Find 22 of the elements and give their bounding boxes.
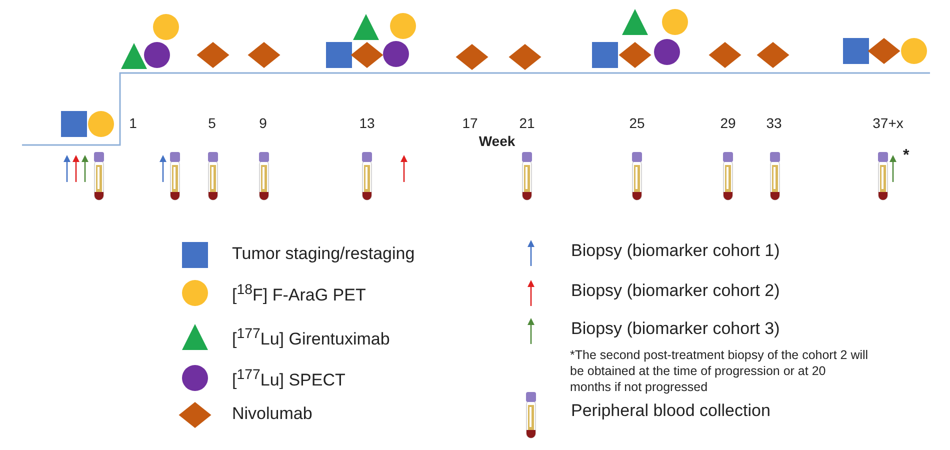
legend-label: [$^{177}$Lu] SPECT bbox=[232, 367, 346, 391]
week-number: 21 bbox=[519, 115, 535, 131]
week-number: 37+x bbox=[872, 115, 904, 131]
footnote-mark: * bbox=[903, 147, 910, 165]
legend-label: [$^{18}$F] F-AraG PET bbox=[232, 282, 366, 306]
week-number: 5 bbox=[208, 115, 216, 131]
week-number: 9 bbox=[259, 115, 267, 131]
week-number: 25 bbox=[629, 115, 645, 131]
legend-label: [$^{177}$Lu] Girentuximab bbox=[232, 326, 390, 350]
week-number: 29 bbox=[720, 115, 736, 131]
legend-label: Biopsy (biomarker cohort 3) bbox=[571, 319, 780, 339]
legend-label: Peripheral blood collection bbox=[571, 401, 770, 421]
footnote: *The second post-treatment biopsy of the cohort 2 will be obtained at the time of progression or at 20 months if not progressed bbox=[570, 347, 870, 395]
week-number: 17 bbox=[462, 115, 478, 131]
legend-label: Tumor staging/restaging bbox=[232, 244, 415, 264]
week-number: 1 bbox=[129, 115, 137, 131]
week-number: 33 bbox=[766, 115, 782, 131]
legend-label: Biopsy (biomarker cohort 1) bbox=[571, 241, 780, 261]
axis-label: Week bbox=[478, 133, 516, 149]
week-number: 13 bbox=[359, 115, 375, 131]
legend-label: Nivolumab bbox=[232, 404, 312, 424]
legend-label: Biopsy (biomarker cohort 2) bbox=[571, 281, 780, 301]
